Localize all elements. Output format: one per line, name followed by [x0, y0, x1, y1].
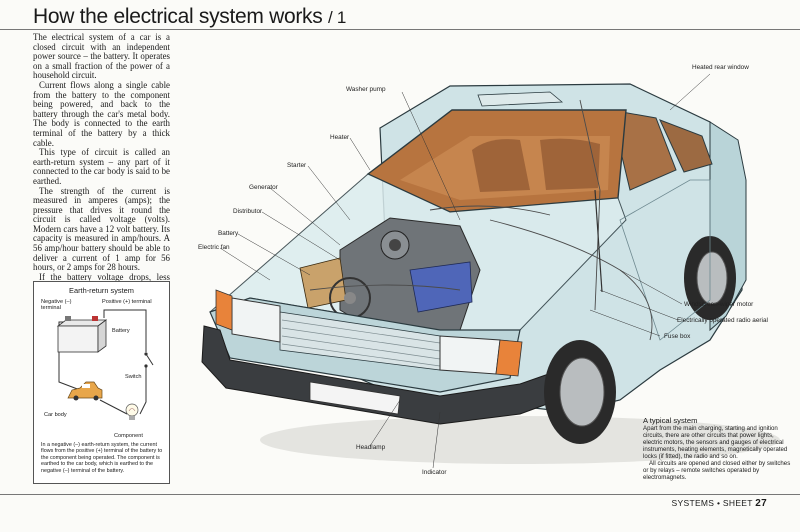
- footer-sheet-number: 27: [755, 498, 767, 509]
- intro-text: The electrical system of a car is a clos…: [33, 32, 170, 311]
- typical-system-title: A typical system: [643, 416, 698, 425]
- label-radio-aerial: Electrically operated radio aerial: [677, 317, 768, 324]
- label-wiper-motor: Windscreen-wiper motor: [684, 301, 754, 308]
- label-starter: Starter: [287, 162, 307, 169]
- intro-paragraph: The strength of the current is measured …: [33, 185, 170, 273]
- label-battery: Battery: [218, 230, 239, 237]
- label-electric-fan: Electric fan: [198, 244, 230, 251]
- lamp-component-icon: [125, 403, 139, 420]
- footer-separator: •: [716, 498, 721, 508]
- label-heater: Heater: [330, 134, 350, 141]
- footer-section: SYSTEMS: [671, 498, 715, 508]
- intro-paragraph: The electrical system of a car is a clos…: [33, 32, 170, 81]
- page-title-number: / 1: [328, 8, 347, 27]
- intro-paragraph: This type of circuit is called an earth-…: [33, 147, 170, 186]
- typical-system-paragraph: Apart from the main charging, starting a…: [643, 425, 788, 460]
- earth-return-caption: In a negative (–) earth-return system, t…: [41, 442, 163, 474]
- label-generator: Generator: [249, 184, 278, 191]
- earth-return-diagram: Earth-return system: [33, 281, 170, 484]
- car-body-label: Car body: [44, 412, 67, 418]
- car-body-icon: [67, 381, 103, 401]
- wheel-icon: [544, 236, 736, 444]
- indicator-icon: [215, 289, 523, 377]
- circuit-drawing: [56, 309, 154, 420]
- headlamp-icon: [231, 297, 501, 375]
- label-distributor: Distributor: [233, 208, 263, 215]
- label-washer-pump: Washer pump: [346, 86, 386, 93]
- earth-return-title: Earth-return system: [69, 286, 134, 295]
- negative-terminal-label: Negative (–) terminal: [41, 299, 72, 312]
- page-footer: SYSTEMS • SHEET 27: [672, 498, 767, 509]
- switch-icon: [144, 352, 154, 368]
- switch-label: Switch: [125, 374, 142, 380]
- typical-system-text: A typical system Apart from the main cha…: [643, 417, 793, 481]
- label-heated-rear-window: Heated rear window: [692, 64, 749, 71]
- battery-icon: [56, 316, 108, 353]
- page-title: How the electrical system works / 1: [33, 5, 346, 29]
- wiring-harness: [309, 99, 653, 341]
- car-illustration: [201, 73, 780, 469]
- footer-divider: [0, 494, 800, 495]
- label-headlamp: Headlamp: [356, 444, 386, 451]
- page-title-text: How the electrical system works: [33, 5, 323, 28]
- positive-terminal-label: Positive (+) terminal: [102, 299, 152, 305]
- label-indicator: Indicator: [422, 469, 447, 476]
- component-label: Component: [114, 433, 143, 439]
- battery-label: Battery: [112, 328, 130, 334]
- footer-sheet-label: SHEET: [722, 498, 753, 508]
- title-divider: [0, 29, 800, 30]
- typical-system-paragraph: All circuits are opened and closed eithe…: [643, 460, 791, 481]
- label-fuse-box: Fuse box: [664, 333, 691, 340]
- engine-block: [299, 217, 481, 341]
- intro-paragraph: Current flows along a single cable from …: [33, 79, 170, 148]
